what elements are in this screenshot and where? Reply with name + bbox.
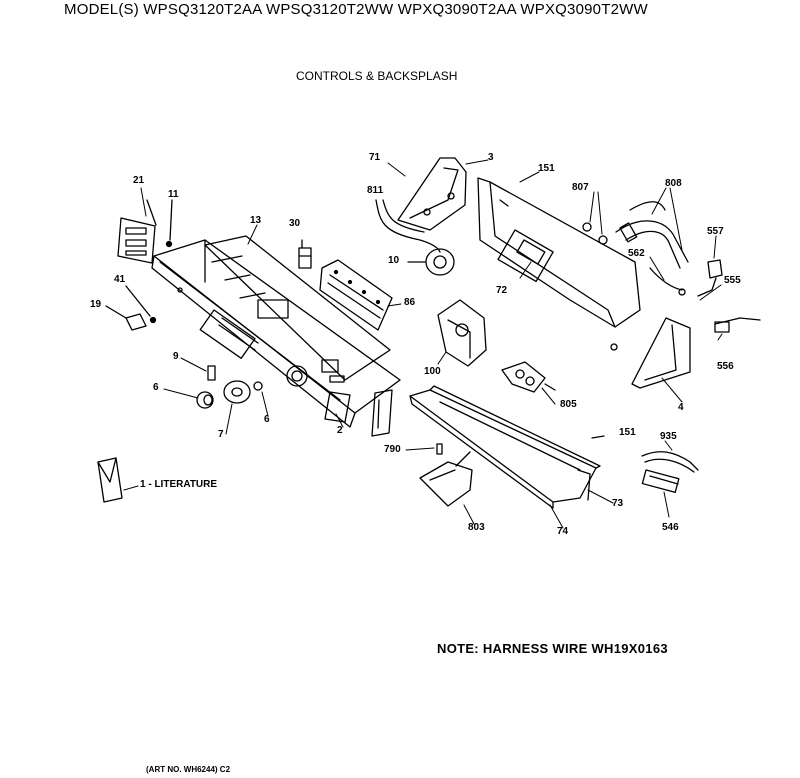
callout-556: 556 [717,361,734,372]
callout-11: 11 [168,189,179,200]
part-4-bracket [631,317,691,389]
callout-21: 21 [133,175,145,186]
callout-562: 562 [628,248,645,259]
callout-807: 807 [572,182,589,193]
part-11-screw [165,199,173,248]
part-151-screw [591,435,605,439]
part-1-literature [97,457,123,503]
part-2-end-cap [324,391,351,423]
part-end-cap-right [371,389,393,437]
callout-811: 811 [367,185,384,196]
part-74-cover [409,385,601,509]
callout-30: 30 [289,218,301,229]
part-935-harness [641,451,699,493]
part-6-spring [253,381,263,391]
callout-935: 935 [660,431,677,442]
part-805-valve [501,361,556,393]
callout-6-knob: 6 [153,382,159,393]
page-title: MODEL(S) WPSQ3120T2AA WPSQ3120T2WW WPXQ3… [64,1,648,18]
part-21-switch-housing [117,199,157,264]
part-808-hoses [615,201,689,269]
part-86-control-board [319,259,393,331]
callout-555: 555 [724,275,741,286]
section-title: CONTROLS & BACKSPLASH [296,69,458,83]
part-6-knob [196,391,214,409]
callout-790: 790 [384,444,401,455]
callout-13: 13 [250,215,262,226]
callout-19: 19 [90,299,102,310]
part-72-rear-panel [477,177,641,351]
callout-86: 86 [404,297,416,308]
callout-803: 803 [468,522,485,533]
callout-74: 74 [557,526,569,537]
part-790-screw [436,443,443,455]
part-13-panel-frame [204,235,391,381]
part-41-screw [125,285,157,324]
callout-4: 4 [678,402,684,413]
part-10-pressure-switch [407,248,455,276]
callout-6-spring: 6 [264,414,270,425]
part-7-dial [223,380,251,404]
callout-151-lower: 151 [619,427,636,438]
callout-41: 41 [114,274,126,285]
part-19-knob [105,305,147,331]
callout-73: 73 [612,498,624,509]
part-811-hose [375,199,441,253]
callout-100: 100 [424,366,441,377]
art-number: (ART NO. WH6244) C2 [146,765,231,774]
callout-808: 808 [665,178,682,189]
part-803-bracket [419,451,473,507]
leader-lines [123,159,723,529]
callout-2: 2 [337,425,343,436]
part-555-connector [714,317,761,333]
callout-71: 71 [369,152,381,163]
callout-546: 546 [662,522,679,533]
part-30-switch [298,239,312,269]
part-9-clip [207,365,216,381]
part-3-bracket [397,157,467,231]
callout-557: 557 [707,226,724,237]
part-100-timer-motor [437,299,487,367]
part-557-thermistor [697,259,723,297]
callout-72: 72 [496,285,508,296]
callout-9: 9 [173,351,179,362]
harness-note: NOTE: HARNESS WIRE WH19X0163 [437,641,668,656]
part-807-washers [582,222,608,245]
callout-10: 10 [388,255,400,266]
part-562-wire [649,267,686,296]
callout-7: 7 [218,429,224,440]
callout-151: 151 [538,163,555,174]
callout-1-literature: 1 - LITERATURE [140,479,218,490]
part-13-control-panel [151,239,401,428]
callout-805: 805 [560,399,577,410]
callout-3: 3 [488,152,494,163]
